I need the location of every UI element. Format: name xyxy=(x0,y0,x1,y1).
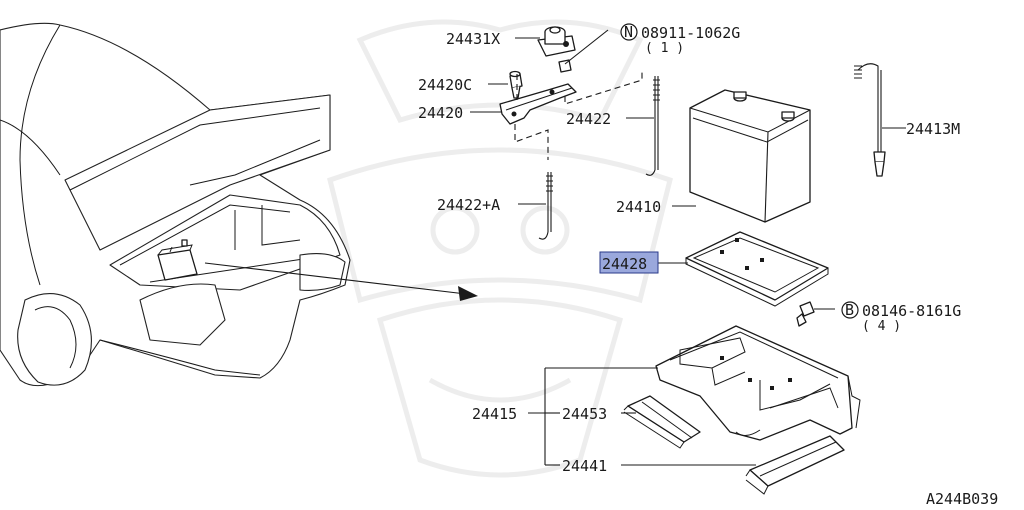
car-trunk-illustration xyxy=(0,22,351,387)
location-arrow xyxy=(204,262,478,301)
label-24441: 24441 xyxy=(562,457,607,475)
label-24415: 24415 xyxy=(472,405,517,423)
part-24422A-rod xyxy=(538,172,553,240)
label-24422A: 24422+A xyxy=(437,196,500,214)
assembly-dashed-lines xyxy=(514,70,643,160)
nut-08911-icon xyxy=(558,29,609,73)
label-24422: 24422 xyxy=(566,110,611,128)
part-24415-base xyxy=(655,325,861,441)
part-24420-bracket xyxy=(499,83,577,125)
leader-lines xyxy=(470,37,906,466)
part-24420C-clip xyxy=(509,70,523,99)
nut-symbol-icon xyxy=(620,23,638,41)
label-24420: 24420 xyxy=(418,104,463,122)
label-24431X: 24431X xyxy=(446,30,500,48)
bolt-08146-icon xyxy=(796,301,835,327)
diagram-id: A244B039 xyxy=(926,490,998,508)
nut-quantity: ( 1 ) xyxy=(645,41,684,56)
watermark xyxy=(327,19,673,478)
part-24422-rod xyxy=(645,76,660,176)
bolt-quantity: ( 4 ) xyxy=(862,319,901,334)
bolt-part-number: 08146-8161G xyxy=(862,302,961,320)
label-24410: 24410 xyxy=(616,198,661,216)
part-24428-tray xyxy=(685,231,829,307)
nut-symbol: N xyxy=(624,23,633,41)
label-24453: 24453 xyxy=(562,405,607,423)
nut-part-number: 08911-1062G xyxy=(641,24,740,42)
part-24431X-cap xyxy=(537,26,576,57)
label-24420C: 24420C xyxy=(418,76,472,94)
bolt-symbol: B xyxy=(845,301,854,319)
label-24428-highlight xyxy=(599,251,659,274)
battery-in-trunk-icon xyxy=(157,249,198,281)
bolt-symbol-icon xyxy=(841,301,859,319)
part-24453-strip xyxy=(623,395,701,449)
part-24441-strip xyxy=(745,435,845,495)
part-24410-battery xyxy=(689,89,811,223)
part-24413M-cable xyxy=(854,63,886,177)
label-24413M: 24413M xyxy=(906,120,960,138)
label-24428: 24428 xyxy=(602,255,647,273)
part-labels: 24431X 24420C 24420 24422 24422+A 24410 … xyxy=(418,23,998,508)
